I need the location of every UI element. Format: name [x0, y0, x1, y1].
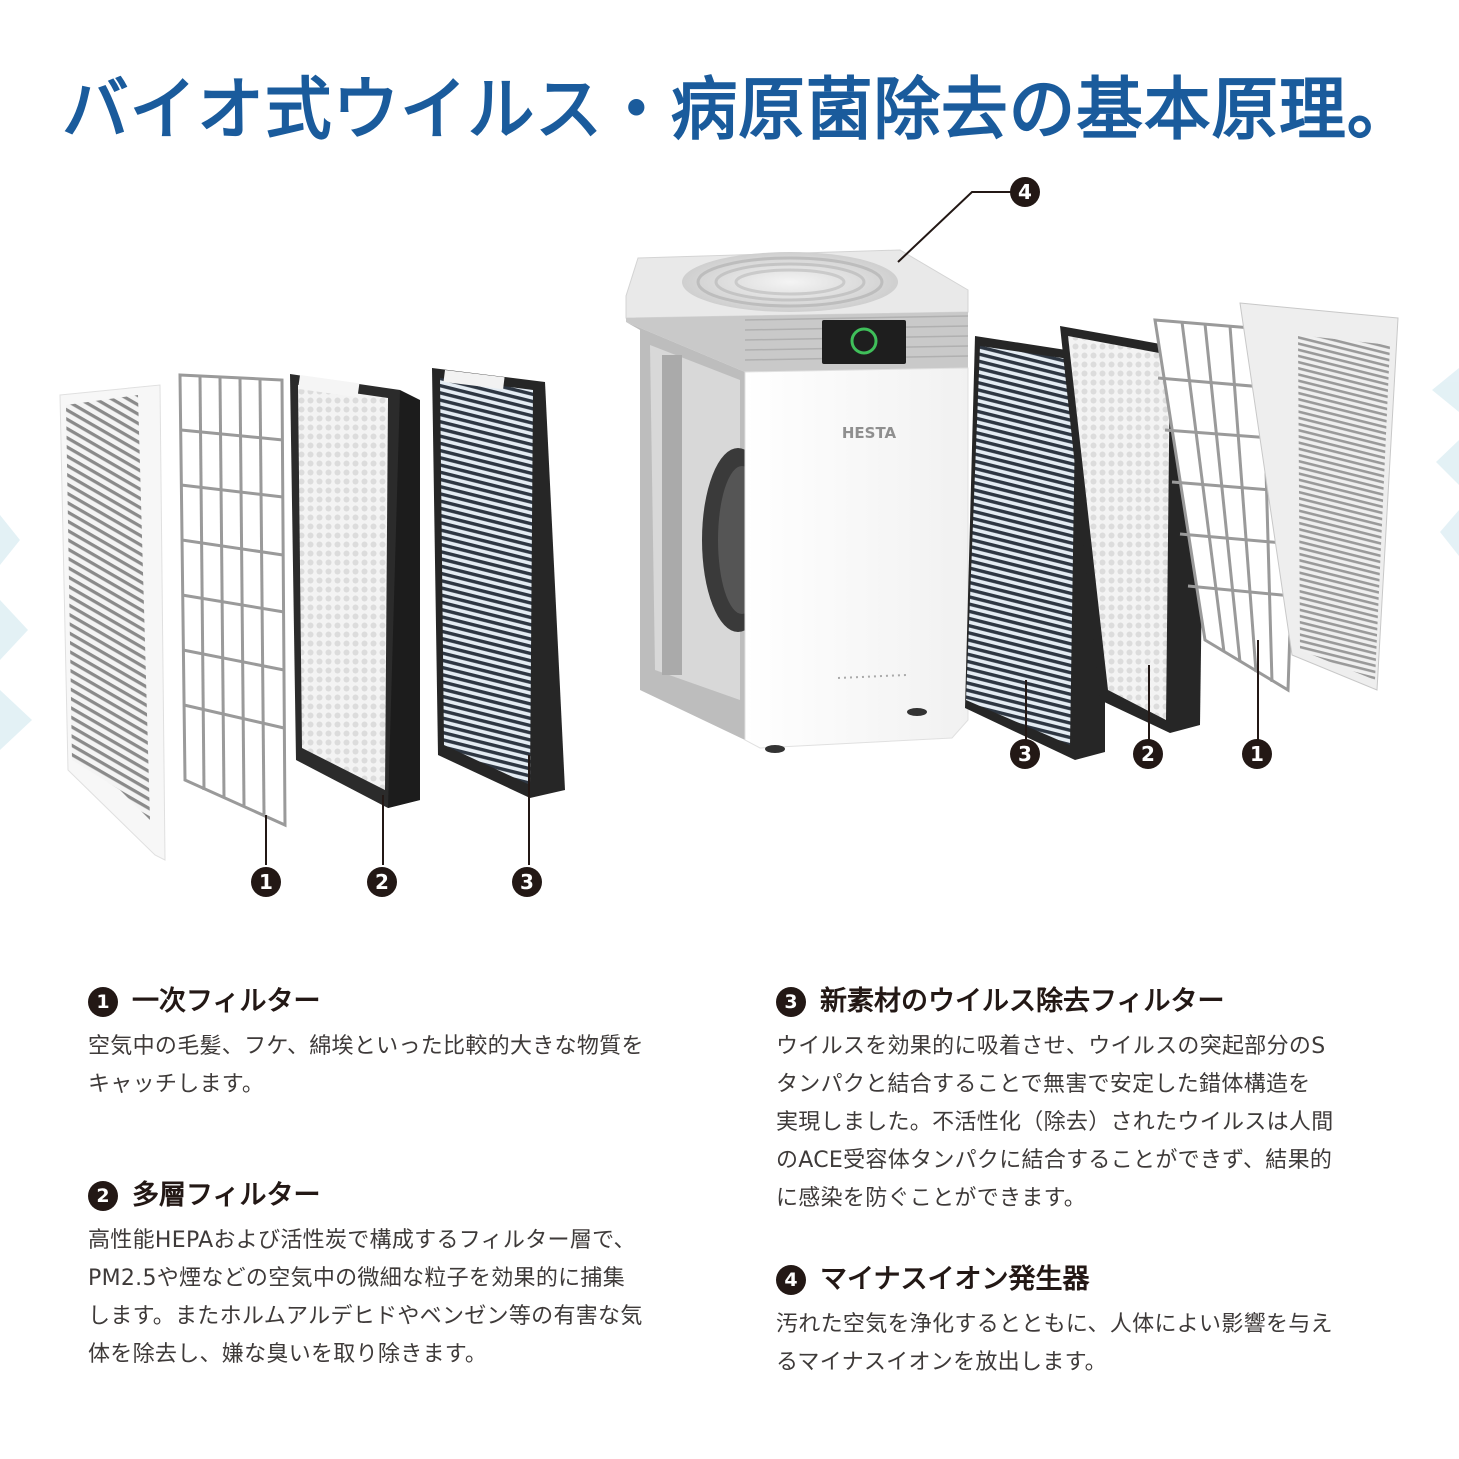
body-line: ウイルスを効果的に吸着させ、ウイルスの突起部分のS [776, 1034, 1326, 1059]
marker-left-2: 2 [367, 867, 397, 897]
body-line: キャッチします。 [88, 1072, 265, 1097]
section-heading: マイナスイオン発生器 [820, 1264, 1090, 1295]
page-title: バイオ式ウイルス・病原菌除去の基本原理。 [62, 71, 1415, 150]
leader-line-left-2 [382, 795, 384, 865]
section-body: 空気中の毛髪、フケ、綿埃といった比較的大きな物質を キャッチします。 [88, 1028, 698, 1104]
leader-line-right-1 [1257, 640, 1259, 740]
section-body: 高性能HEPAおよび活性炭で構成するフィルター層で、 PM2.5や煙などの空気中… [88, 1222, 698, 1374]
marker-right-1: 1 [1242, 739, 1272, 769]
section-body: 汚れた空気を浄化するとともに、人体によい影響を与え るマイナスイオンを放出します… [776, 1306, 1386, 1382]
body-line: 汚れた空気を浄化するとともに、人体によい影響を与え [776, 1312, 1333, 1337]
section-multi-layer-filter: 2 多層フィルター 高性能HEPAおよび活性炭で構成するフィルター層で、 PM2… [88, 1178, 698, 1374]
section-heading: 多層フィルター [132, 1180, 321, 1211]
body-line: に感染を防ぐことができます。 [776, 1186, 1087, 1211]
body-line: 体を除去し、嫌な臭いを取り除きます。 [88, 1342, 488, 1367]
section-number-badge: 1 [88, 987, 118, 1017]
body-line: PM2.5や煙などの空気中の微細な粒子を効果的に捕集 [88, 1266, 626, 1291]
marker-right-2: 2 [1133, 739, 1163, 769]
multi-layer-filter-right [1060, 326, 1205, 733]
exploded-view-graphic: HESTA [0, 249, 1459, 861]
decor-triangles-left [0, 515, 32, 750]
body-line: のACE受容体タンパクに結合することができず、結果的 [776, 1148, 1333, 1173]
leader-line-right-2 [1148, 665, 1150, 740]
body-line: るマイナスイオンを放出します。 [776, 1350, 1107, 1375]
air-purifier-exploded-illustration: HESTA [0, 170, 1459, 910]
back-grille-right [1239, 302, 1399, 691]
ccs-display-icon [850, 327, 878, 355]
marker-left-1: 1 [251, 867, 281, 897]
virus-filter-left [432, 368, 565, 798]
section-primary-filter: 1 一次フィルター 空気中の毛髪、フケ、綿埃といった比較的大きな物質を キャッチ… [88, 984, 698, 1104]
body-line: 実現しました。不活性化（除去）されたウイルスは人間 [776, 1110, 1334, 1135]
section-virus-removal-filter: 3 新素材のウイルス除去フィルター ウイルスを効果的に吸着させ、ウイルスの突起部… [776, 984, 1386, 1218]
body-line: します。またホルムアルデヒドやベンゼン等の有害な気 [88, 1304, 643, 1329]
section-heading: 新素材のウイルス除去フィルター [820, 986, 1225, 1017]
marker-left-3: 3 [512, 867, 542, 897]
decor-triangles-right [1432, 368, 1459, 556]
virus-filter-right [965, 336, 1105, 760]
body-line: 空気中の毛髪、フケ、綿埃といった比較的大きな物質を [88, 1034, 644, 1059]
brand-label: HESTA [842, 424, 897, 442]
marker-right-3: 3 [1010, 739, 1040, 769]
leader-line-left-3 [528, 755, 530, 865]
section-number-badge: 3 [776, 987, 806, 1017]
section-number-badge: 2 [88, 1181, 118, 1211]
multi-layer-filter-left [290, 374, 420, 808]
section-body: ウイルスを効果的に吸着させ、ウイルスの突起部分のS タンパクと結合することで無害… [776, 1028, 1386, 1218]
body-line: 高性能HEPAおよび活性炭で構成するフィルター層で、 [88, 1228, 636, 1253]
marker-top-4: 4 [1010, 177, 1040, 207]
air-purifier-unit: HESTA [625, 249, 969, 753]
section-negative-ion-generator: 4 マイナスイオン発生器 汚れた空気を浄化するとともに、人体によい影響を与え る… [776, 1262, 1386, 1382]
leader-line-left-1 [265, 815, 267, 865]
section-heading: 一次フィルター [132, 986, 321, 1017]
primary-filter-left [178, 373, 287, 828]
leader-line-right-3 [1025, 680, 1027, 740]
body-line: タンパクと結合することで無害で安定した錯体構造を [776, 1072, 1311, 1097]
section-number-badge: 4 [776, 1265, 806, 1295]
